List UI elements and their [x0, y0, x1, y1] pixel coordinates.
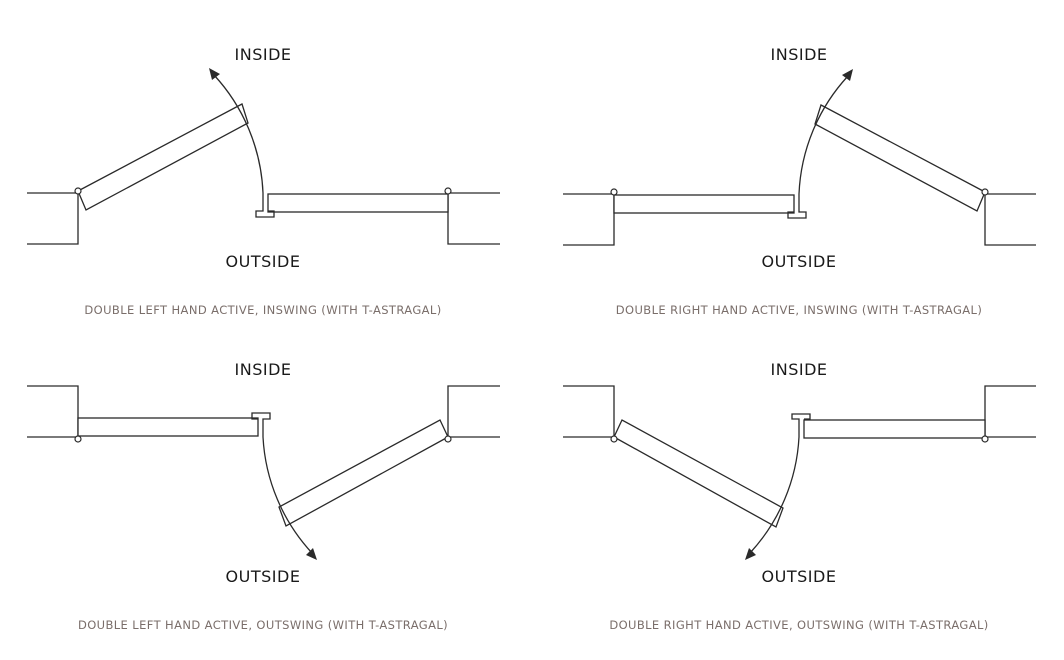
t-astragal	[251, 412, 271, 437]
t-astragal	[255, 193, 275, 218]
active-door-leaf	[77, 103, 249, 211]
diagram-caption: DOUBLE LEFT HAND ACTIVE, OUTSWING (WITH …	[78, 618, 448, 632]
left-wall	[27, 192, 79, 245]
diagram-caption: DOUBLE RIGHT HAND ACTIVE, INSWING (WITH …	[616, 303, 982, 317]
hinge-icon	[981, 188, 989, 196]
inactive-door-leaf	[803, 419, 986, 439]
swing-arc	[798, 75, 849, 195]
t-astragal	[787, 194, 807, 219]
diagram-left-outswing: INSIDE OUTSIDE DOUBLE LEFT HAND ACTIVE, …	[27, 360, 500, 632]
left-wall	[27, 385, 79, 438]
hinge-icon	[444, 435, 452, 443]
diagram-left-inswing: INSIDE OUTSIDE DOUBLE LEFT HAND ACTIVE, …	[27, 45, 500, 317]
active-door-leaf	[613, 419, 784, 528]
arrow-icon	[745, 548, 756, 560]
diagram-right-inswing: INSIDE OUTSIDE DOUBLE RIGHT HAND ACTIVE,…	[563, 45, 1036, 317]
t-astragal	[791, 413, 811, 437]
hinge-icon	[610, 435, 618, 443]
right-wall	[984, 193, 1036, 246]
inside-label: INSIDE	[235, 360, 292, 379]
hinge-icon	[444, 187, 452, 195]
swing-arc	[213, 74, 264, 194]
outside-label: OUTSIDE	[762, 252, 837, 271]
arrow-icon	[842, 69, 853, 81]
arrow-icon	[209, 68, 220, 80]
hinge-icon	[74, 435, 82, 443]
right-wall	[447, 385, 500, 438]
right-wall	[984, 385, 1036, 438]
active-door-leaf	[814, 104, 986, 212]
swing-arc	[262, 436, 313, 554]
outside-label: OUTSIDE	[226, 567, 301, 586]
inactive-door-leaf	[613, 194, 795, 214]
diagram-caption: DOUBLE LEFT HAND ACTIVE, INSWING (WITH T…	[84, 303, 441, 317]
outside-label: OUTSIDE	[762, 567, 837, 586]
right-wall	[447, 192, 500, 245]
inside-label: INSIDE	[771, 360, 828, 379]
inactive-door-leaf	[77, 417, 259, 437]
active-door-leaf	[278, 419, 449, 527]
diagram-right-outswing: INSIDE OUTSIDE DOUBLE RIGHT HAND ACTIVE,…	[563, 360, 1036, 632]
swing-arc	[749, 436, 800, 554]
inactive-door-leaf	[267, 193, 449, 213]
arrow-icon	[306, 548, 317, 560]
outside-label: OUTSIDE	[226, 252, 301, 271]
diagram-caption: DOUBLE RIGHT HAND ACTIVE, OUTSWING (WITH…	[609, 618, 988, 632]
hinge-icon	[610, 188, 618, 196]
inside-label: INSIDE	[771, 45, 828, 64]
hinge-icon	[981, 435, 989, 443]
inside-label: INSIDE	[235, 45, 292, 64]
left-wall	[563, 385, 615, 438]
hinge-icon	[74, 187, 82, 195]
left-wall	[563, 193, 615, 246]
